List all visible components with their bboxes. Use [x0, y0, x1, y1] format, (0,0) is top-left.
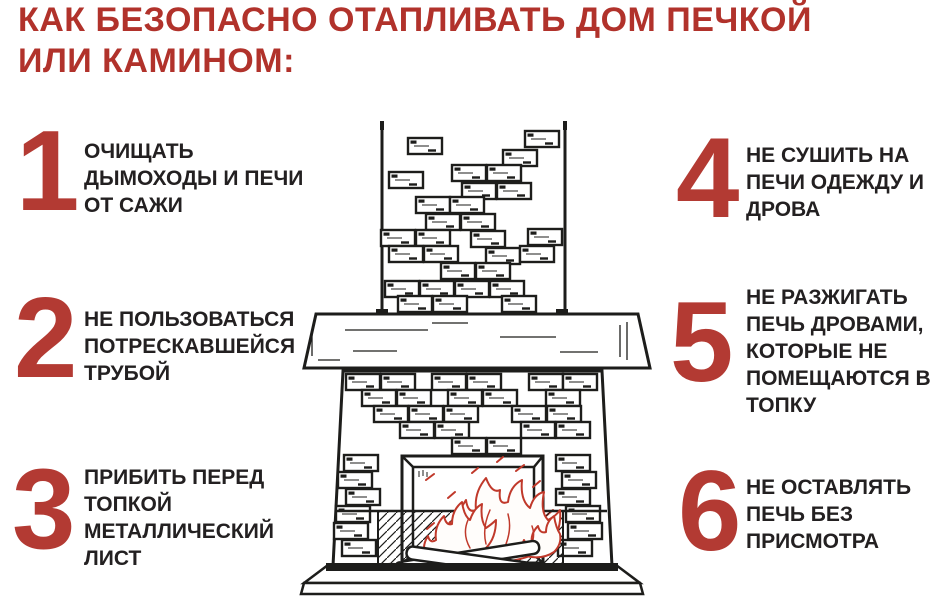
- tip-line: ЛИСТ: [84, 547, 142, 570]
- tip-1-number: 1: [16, 108, 79, 235]
- base-plinth: [299, 563, 645, 596]
- page-title: КАК БЕЗОПАСНО ОТАПЛИВАТЬ ДОМ ПЕЧКОЙ ИЛИ …: [18, 0, 812, 82]
- chimney: [379, 121, 567, 314]
- tip-6-number: 6: [678, 448, 741, 575]
- tip-3-text: ПРИБИТЬ ПЕРЕД ТОПКОЙ МЕТАЛЛИЧЕСКИЙ ЛИСТ: [84, 464, 334, 572]
- tip-6-text: НЕ ОСТАВЛЯТЬ ПЕЧЬ БЕЗ ПРИСМОТРА: [746, 474, 940, 555]
- tip-line: ТРУБОЙ: [84, 362, 171, 385]
- tip-line: ТОПКОЙ: [84, 493, 172, 516]
- tip-line: НЕ ОСТАВЛЯТЬ: [746, 476, 912, 499]
- tip-line: ПРИСМОТРА: [746, 530, 880, 553]
- tip-3-number: 3: [12, 446, 75, 573]
- tip-5-text: НЕ РАЗЖИГАТЬ ПЕЧЬ ДРОВАМИ, КОТОРЫЕ НЕ ПОМЕЩ…: [746, 284, 940, 419]
- tip-2-text: НЕ ПОЛЬЗОВАТЬСЯ ПОТРЕСКАВШЕЙСЯ ТРУБОЙ: [84, 306, 334, 387]
- tip-line: ПЕЧЬ БЕЗ: [746, 503, 854, 526]
- tip-line: НЕ СУШИТЬ НА: [746, 144, 910, 167]
- tip-line: ОЧИЩАТЬ: [84, 140, 194, 163]
- tip-line: ПРИБИТЬ ПЕРЕД: [84, 466, 265, 489]
- title-line-2: ИЛИ КАМИНОМ:: [18, 42, 295, 80]
- tip-line: ДЫМОХОДЫ И ПЕЧИ: [84, 167, 304, 190]
- tip-line: КОТОРЫЕ НЕ: [746, 340, 888, 363]
- tip-line: МЕТАЛЛИЧЕСКИЙ: [84, 520, 274, 543]
- tip-line: НЕ ПОЛЬЗОВАТЬСЯ: [84, 308, 295, 331]
- title-line-1: КАК БЕЗОПАСНО ОТАПЛИВАТЬ ДОМ ПЕЧКОЙ: [18, 1, 812, 39]
- tip-line: ТОПКУ: [746, 394, 817, 417]
- tip-line: ПЕЧИ ОДЕЖДУ И: [746, 171, 924, 194]
- tip-2-number: 2: [14, 275, 77, 402]
- tip-line: ДРОВА: [746, 198, 821, 221]
- tip-line: НЕ РАЗЖИГАТЬ: [746, 286, 908, 309]
- tip-4-text: НЕ СУШИТЬ НА ПЕЧИ ОДЕЖДУ И ДРОВА: [746, 142, 940, 223]
- tip-1-text: ОЧИЩАТЬ ДЫМОХОДЫ И ПЕЧИ ОТ САЖИ: [84, 138, 334, 219]
- tip-4-number: 4: [676, 115, 739, 242]
- tip-5-number: 5: [670, 279, 733, 406]
- mantel: [302, 309, 652, 370]
- tip-line: ОТ САЖИ: [84, 194, 183, 217]
- tip-line: ПЕЧЬ ДРОВАМИ,: [746, 313, 924, 336]
- tip-line: ПОТРЕСКАВШЕЙСЯ: [84, 335, 296, 358]
- tip-line: ПОМЕЩАЮТСЯ В: [746, 367, 931, 390]
